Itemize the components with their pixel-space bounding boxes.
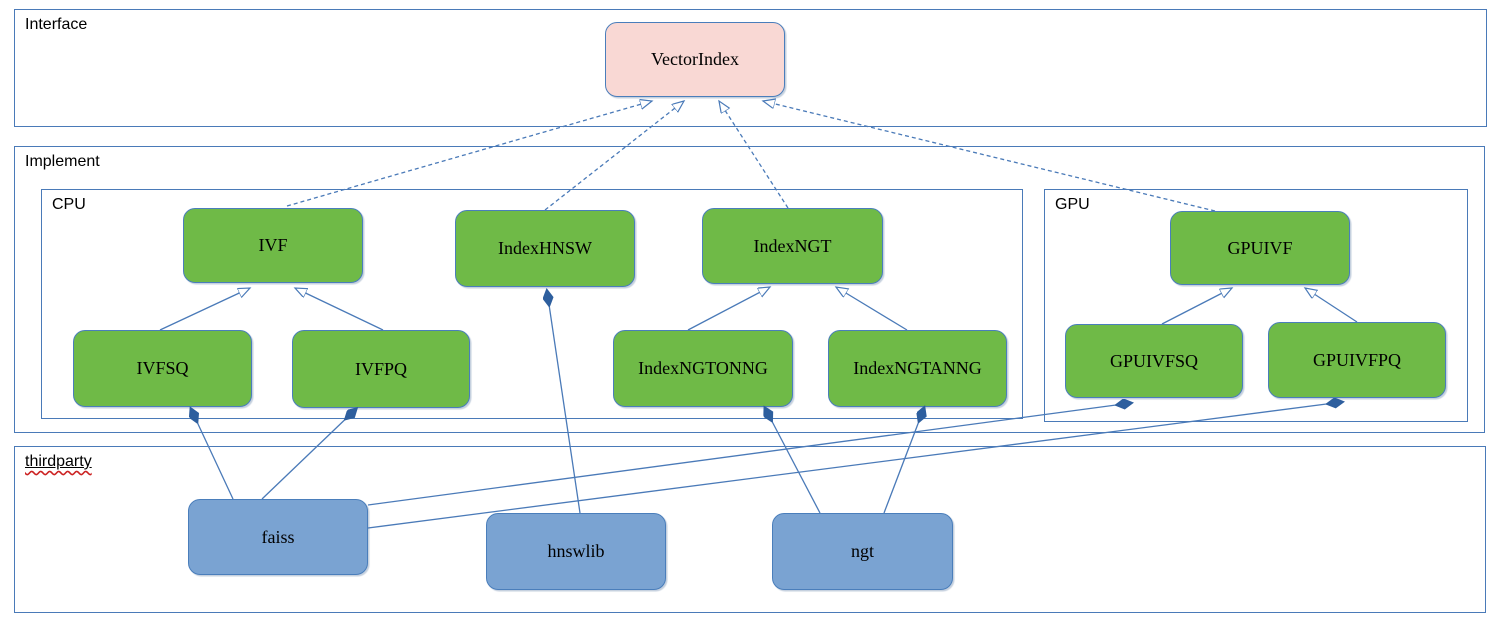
node-indexngtanng-label: IndexNGTANNG (853, 358, 982, 378)
interface-container-label: Interface (25, 16, 88, 33)
node-hnswlib-label: hnswlib (547, 541, 605, 561)
node-ivf: IVF (183, 208, 363, 283)
node-gpuivf-label: GPUIVF (1227, 237, 1293, 258)
gpu-container-label: GPU (1055, 196, 1090, 213)
node-ivfsq: IVFSQ (73, 330, 252, 407)
node-faiss-label: faiss (261, 526, 295, 547)
node-ivfpq: IVFPQ (292, 330, 470, 408)
node-indexhnsw-label: IndexHNSW (498, 238, 592, 258)
node-ivfsq-label: IVFSQ (136, 358, 189, 378)
cpu-container-label: CPU (52, 196, 86, 213)
node-ngt: ngt (772, 513, 953, 590)
node-gpuivfsq-label: GPUIVFSQ (1109, 350, 1199, 371)
node-hnswlib: hnswlib (486, 513, 666, 590)
node-gpuivfsq: GPUIVFSQ (1065, 324, 1243, 398)
node-gpuivf: GPUIVF (1170, 211, 1350, 285)
node-indexngt: IndexNGT (702, 208, 883, 284)
node-indexngtanng: IndexNGTANNG (828, 330, 1007, 407)
thirdparty-container-label-text: thirdparty (25, 453, 92, 470)
node-vectorindex: VectorIndex (605, 22, 785, 97)
node-gpuivfpq: GPUIVFPQ (1268, 322, 1446, 398)
node-vectorindex-label: VectorIndex (651, 49, 739, 69)
thirdparty-container-label: thirdparty (25, 453, 92, 471)
node-ngt-label: ngt (850, 541, 874, 561)
node-indexngt-label: IndexNGT (753, 235, 832, 256)
node-indexngtonng: IndexNGTONNG (613, 330, 793, 407)
node-gpuivfpq-label: GPUIVFPQ (1312, 349, 1402, 370)
node-ivf-label: IVF (258, 235, 288, 255)
node-indexhnsw: IndexHNSW (455, 210, 635, 287)
node-indexngtonng-label: IndexNGTONNG (638, 358, 768, 378)
node-ivfpq-label: IVFPQ (354, 358, 407, 379)
node-faiss: faiss (188, 499, 368, 575)
implement-container-label: Implement (25, 153, 100, 170)
